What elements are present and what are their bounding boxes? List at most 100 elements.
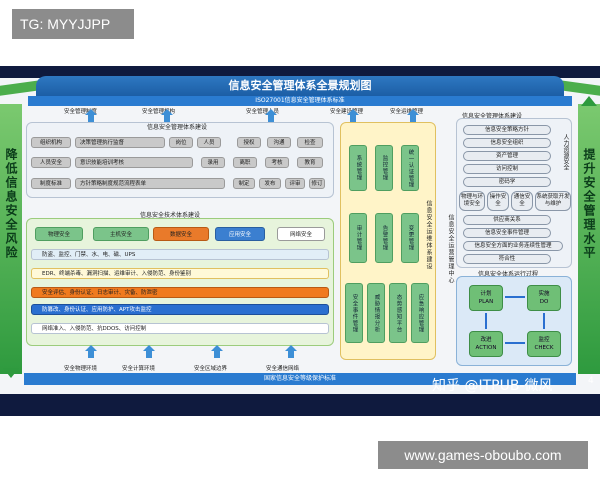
mgmt-cell: 录用	[201, 157, 225, 168]
up-arrow-icon	[143, 345, 155, 358]
up-arrow-icon	[285, 345, 297, 358]
res-bottom-item: 供应商关系	[463, 215, 551, 225]
mgmt-cell: 决策管理执行监督	[75, 137, 165, 148]
ops-center-label: 信息安全运营管理中心	[447, 214, 454, 284]
mgmt-cell: 沟通	[267, 137, 291, 148]
watermark: 知乎 @ITPUB-微风	[432, 378, 553, 394]
ops-cell: 监控管理	[375, 145, 393, 191]
mgmt-cell: 意识技能培训考核	[75, 157, 193, 168]
left-sidebar: 降低信息安全风险	[0, 104, 22, 374]
ops-cell: 变更管理	[401, 213, 419, 263]
tech-cell-network: 网络安全	[277, 227, 325, 241]
up-arrow-icon	[85, 345, 97, 358]
tech-cell-app: 应用安全	[215, 227, 265, 241]
ops-cell: 告警管理	[375, 213, 393, 263]
pdca-do: 实施 DO	[527, 285, 561, 311]
tech-strip-1: EDR、终端杀毒、漏洞扫描、运维审计、入侵防范、身份鉴别	[31, 268, 329, 279]
mgmt-title: 信息安全管理体系建设	[147, 124, 208, 131]
tech-strip-2: 安全评估、身份认证、日志审计、灾备、防泄密	[31, 287, 329, 298]
top-label-2: 安全管理人员	[246, 109, 280, 115]
pdca-arrows	[485, 296, 545, 344]
mgmt-cell: 教育	[297, 157, 323, 168]
res-item: 信息安全策略方针	[463, 125, 551, 135]
mgmt-cell: 考核	[265, 157, 289, 168]
tech-strip-0: 防盗、监控、门禁、水、电、磁、UPS	[31, 249, 329, 260]
ops-cell: 威胁情报分析	[367, 283, 385, 343]
mgmt-cell: 检查	[297, 137, 323, 148]
ops-side-label: 信息安全运维体系建设	[425, 200, 432, 270]
tech-cell-physical: 物理安全	[35, 227, 83, 241]
pdca-do-cn: 实施	[538, 291, 550, 297]
right-sidebar-text: 提升安全管理水平	[582, 148, 596, 260]
tg-tag: TG: MYYJJPP	[12, 9, 134, 39]
tech-cell-data: 数据安全	[153, 227, 209, 241]
mgmt-cell: 离职	[233, 157, 257, 168]
tech-strip-4: 网络准入、入侵防范、抗DDOS、访问控制	[31, 323, 329, 334]
down-arrow-icon	[3, 368, 19, 378]
pdca-action-cn: 改进	[480, 337, 492, 343]
ops-cell: 统一认证管理	[401, 145, 419, 191]
mgmt-section: 信息安全管理体系建设 组织机构 决策管理执行监督 岗位 人员 授权 沟通 检查 …	[26, 122, 334, 198]
page-number: 4	[588, 376, 594, 386]
pdca-plan: 计划 PLAN	[469, 285, 503, 311]
mgmt-cell: 发布	[259, 178, 281, 189]
left-sidebar-text: 降低信息安全风险	[4, 148, 18, 260]
up-arrow-icon	[265, 109, 277, 122]
mgmt-cell: 评审	[285, 178, 305, 189]
ops-cell: 安全事件管理	[345, 283, 363, 343]
mgmt-cell: 人员安全	[31, 157, 71, 168]
bottom-label-0: 安全物理环境	[64, 366, 98, 372]
top-label-4: 安全运维管理	[390, 107, 423, 115]
ops-section: 系统管理 监控管理 统一认证管理 审计管理 告警管理 变更管理 安全事件管理 威…	[340, 122, 436, 360]
bottom-standard-bar: 国家信息安全等级保护标准	[24, 373, 576, 385]
mgmt-cell: 制度标准	[31, 178, 71, 189]
up-arrow-icon	[211, 345, 223, 358]
mgmt-cell: 方针策略制度规范流程表单	[75, 178, 225, 189]
ops-cell: 系统管理	[349, 145, 367, 191]
pdca-plan-en: PLAN	[478, 299, 494, 305]
mgmt-cell: 人员	[197, 137, 221, 148]
res-section: 信息安全策略方针 信息安全组织 资产管理 访问控制 密码学 物理与环境安全 操作…	[456, 118, 572, 268]
ops-cell: 态势感知平台	[389, 283, 407, 343]
pdca-title: 信息安全体系运行过程	[478, 271, 539, 278]
bottom-label-1: 安全计算环境	[122, 366, 156, 372]
res-row-item: 通信安全	[511, 191, 533, 211]
pdca-plan-cn: 计划	[480, 291, 492, 297]
up-arrow-icon	[85, 109, 97, 122]
mgmt-cell: 修订	[309, 178, 325, 189]
tech-section: 物理安全 主机安全 数据安全 应用安全 网络安全 防盗、监控、门禁、水、电、磁、…	[26, 218, 334, 346]
res-row-item: 物理与环境安全	[459, 191, 485, 211]
mgmt-cell: 岗位	[169, 137, 193, 148]
iso-standard-bar: ISO27001信息安全管理体系标准	[28, 96, 572, 106]
res-side-label: 人力资源安全	[562, 134, 569, 170]
pdca-check: 监控 CHECK	[527, 331, 561, 357]
top-label-1: 安全管理机构	[142, 109, 176, 115]
tech-cell-host: 主机安全	[93, 227, 149, 241]
res-item: 访问控制	[463, 164, 551, 174]
bottom-label-3: 安全通信网络	[266, 366, 300, 372]
up-arrow-icon	[347, 109, 359, 122]
res-row-item: 系统获取开发与维护	[535, 191, 571, 211]
diagram-title: 信息安全管理体系全景规划图	[36, 76, 564, 96]
up-arrow-icon	[161, 109, 173, 122]
tech-title: 信息安全技术体系建设	[140, 212, 201, 219]
up-arrow-icon	[407, 109, 419, 122]
mgmt-cell: 授权	[237, 137, 261, 148]
ops-cell: 审计管理	[349, 213, 367, 263]
res-row-item: 操作安全	[487, 191, 509, 211]
pdca-action-en: ACTION	[475, 345, 497, 351]
res-item: 资产管理	[463, 151, 551, 161]
top-label-3: 安全建设管理	[330, 107, 363, 115]
pdca-do-en: DO	[539, 299, 549, 305]
mgmt-cell: 制定	[233, 178, 255, 189]
right-sidebar: 提升安全管理水平	[578, 104, 600, 374]
res-bottom-item: 符合性	[463, 254, 551, 264]
res-bottom-item: 信息安全事件管理	[463, 228, 551, 238]
res-item: 信息安全组织	[463, 138, 551, 148]
pdca-section: 计划 PLAN 实施 DO 改进 ACTION 监控 CHECK	[456, 276, 572, 366]
ops-cell: 应急响应管理	[411, 283, 429, 343]
bottom-label-2: 安全区域边界	[194, 366, 228, 372]
up-arrow-icon	[581, 96, 597, 106]
mgmt-cell: 组织机构	[31, 137, 71, 148]
res-item: 密码学	[463, 177, 551, 187]
